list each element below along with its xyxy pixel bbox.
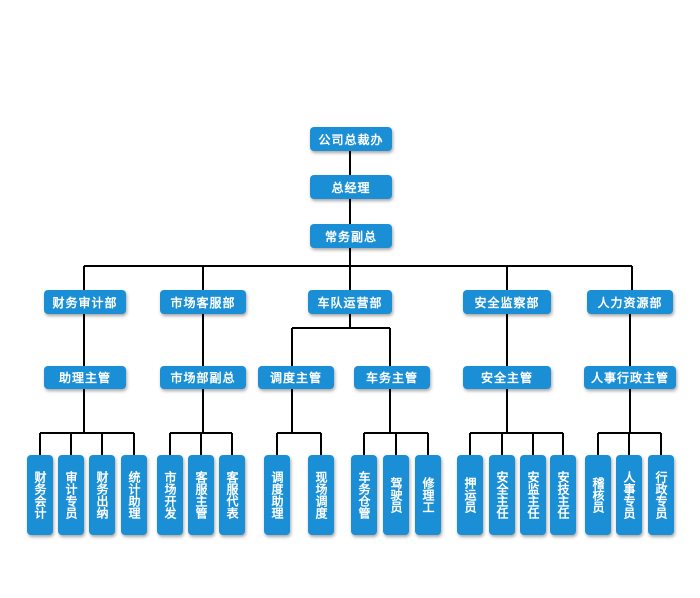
node-staff: 押运员 [457,455,483,535]
node-staff: 安全主任 [489,455,515,535]
node-staff: 行政专员 [648,455,674,535]
node-staff: 统计助理 [121,455,147,535]
node-executive-office: 公司总裁办 [310,127,392,151]
node-dept-finance-audit: 财务审计部 [44,290,126,314]
node-executive-vp: 常务副总 [310,224,392,248]
node-manager-dispatch: 调度主管 [258,366,334,389]
node-dept-fleet-operations: 车队运营部 [308,290,392,314]
node-manager-market-vp: 市场部副总 [160,366,246,389]
node-staff: 车务仓管 [351,455,377,535]
node-manager-safety: 安全主管 [463,366,551,389]
node-dept-hr: 人力资源部 [587,290,673,314]
node-staff: 现场调度 [308,455,334,535]
node-staff: 驾驶员 [383,455,409,535]
node-staff: 稽核员 [585,455,611,535]
node-staff: 客服主管 [188,455,214,535]
node-staff: 调度助理 [264,455,290,535]
node-staff: 财务会计 [27,455,53,535]
node-staff: 审计专员 [58,455,84,535]
node-staff: 修理工 [415,455,441,535]
node-dept-safety: 安全监察部 [463,290,551,314]
node-staff: 安监主任 [520,455,546,535]
node-staff: 财务出纳 [89,455,115,535]
node-manager-vehicle: 车务主管 [354,366,430,389]
node-staff: 市场开发 [157,455,183,535]
node-staff: 人事专员 [616,455,642,535]
node-dept-market-service: 市场客服部 [160,290,246,314]
node-manager-hr-admin: 人事行政主管 [584,366,676,389]
node-general-manager: 总经理 [310,175,392,199]
node-manager-assistant: 助理主管 [44,366,126,389]
node-staff: 客服代表 [219,455,245,535]
node-staff: 安技主任 [550,455,576,535]
